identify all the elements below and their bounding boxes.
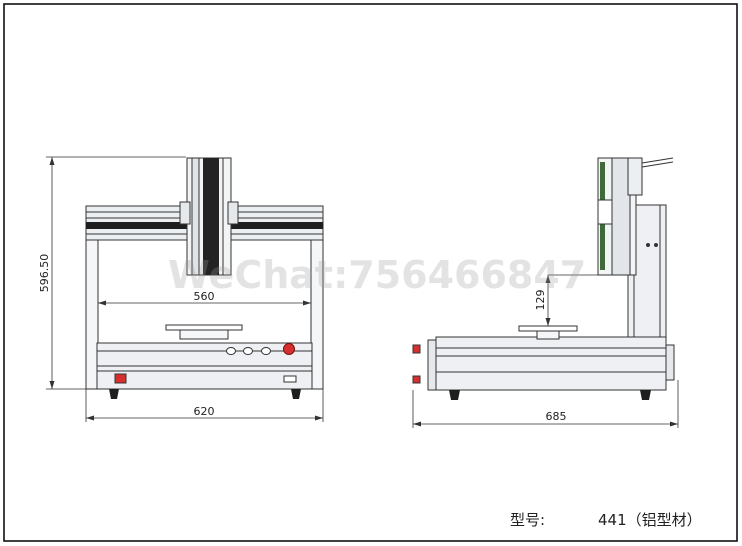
front-dimensions (46, 156, 324, 422)
model-label: 型号: (510, 511, 545, 529)
overall-width-label: 620 (194, 405, 215, 418)
inner-width-label: 560 (194, 290, 215, 303)
clearance-height-label: 129 (534, 290, 547, 311)
watermark: WeChat:756466847 (168, 253, 586, 297)
side-dimensions (412, 274, 679, 428)
overall-height-label: 596.50 (38, 254, 51, 293)
drawing-border (3, 3, 738, 542)
overall-depth-label: 685 (546, 410, 567, 423)
model-value: 441（铝型材） (598, 511, 702, 529)
front-view (85, 157, 324, 399)
side-view (412, 157, 675, 400)
